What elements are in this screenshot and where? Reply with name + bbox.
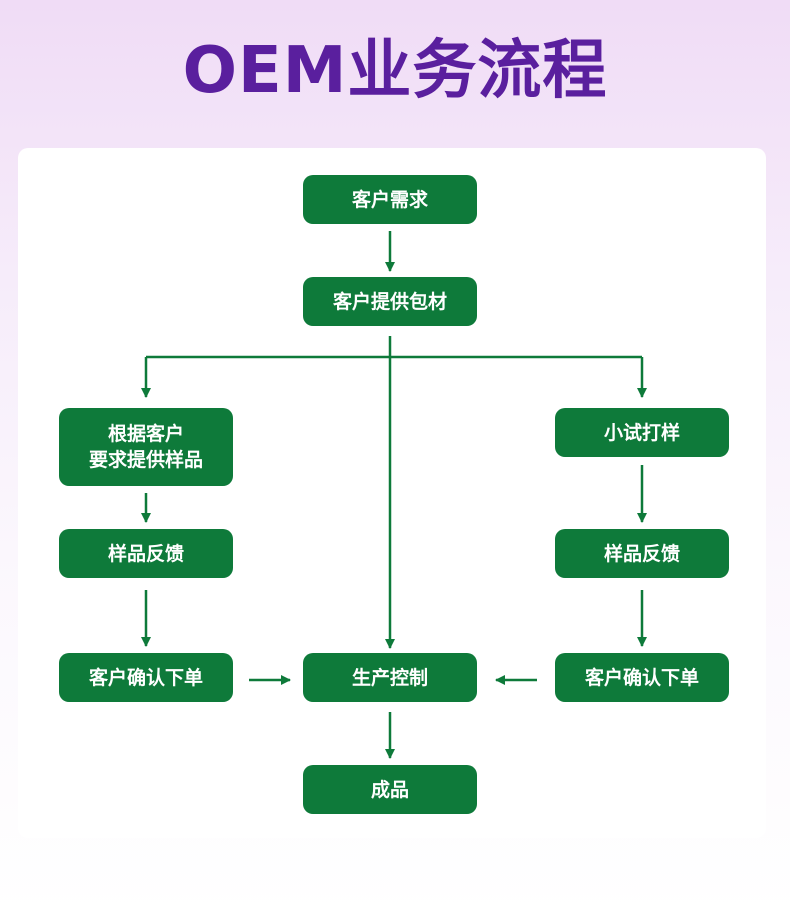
node-customer-packaging: 客户提供包材 (303, 277, 477, 326)
node-finished: 成品 (303, 765, 477, 814)
node-customer-demand: 客户需求 (303, 175, 477, 224)
node-feedback-right: 样品反馈 (555, 529, 729, 578)
node-sample-by-request: 根据客户 要求提供样品 (59, 408, 233, 486)
node-production: 生产控制 (303, 653, 477, 702)
node-small-trial: 小试打样 (555, 408, 729, 457)
node-feedback-left: 样品反馈 (59, 529, 233, 578)
node-order-right: 客户确认下单 (555, 653, 729, 702)
page-title: OEM业务流程 (182, 34, 608, 108)
node-order-left: 客户确认下单 (59, 653, 233, 702)
